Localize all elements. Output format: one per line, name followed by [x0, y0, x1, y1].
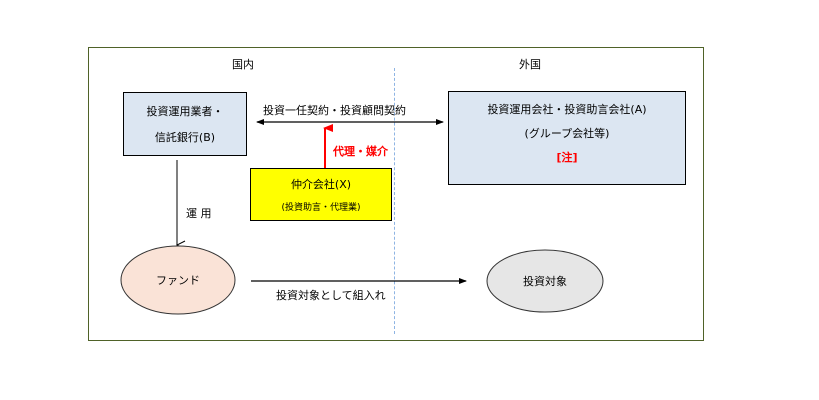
domestic-foreign-divider: [394, 68, 395, 334]
incorporation-label: 投資対象として組入れ: [276, 289, 386, 302]
foreign-manager-note: [注]: [556, 151, 578, 164]
agency-label: 代理・媒介: [333, 145, 388, 158]
contract-label: 投資一任契約・投資顧問契約: [263, 104, 406, 117]
management-label: 運 用: [186, 207, 212, 220]
diagram-frame: [88, 47, 704, 341]
intermediary-line1: 仲介会社(X): [290, 178, 352, 191]
intermediary-line2: (投資助言・代理業): [281, 203, 361, 213]
trust-bank-line1: 投資運用業者・: [146, 105, 224, 118]
region-label-foreign: 外国: [519, 58, 541, 71]
node-trust-bank: 投資運用業者・ 信託銀行(B): [123, 92, 247, 156]
node-intermediary: 仲介会社(X) (投資助言・代理業): [250, 168, 392, 221]
fund-label: ファンド: [156, 274, 200, 287]
target-ellipse-shape: [486, 249, 604, 313]
foreign-manager-line2: (グループ会社等): [524, 127, 610, 140]
investment-target-label: 投資対象: [523, 275, 567, 288]
fund-ellipse-shape: [120, 245, 236, 315]
node-foreign-manager: 投資運用会社・投資助言会社(A) (グループ会社等) [注]: [448, 91, 686, 185]
node-investment-target: 投資対象: [487, 250, 603, 312]
node-fund: ファンド: [121, 246, 235, 314]
foreign-manager-line1: 投資運用会社・投資助言会社(A): [487, 103, 647, 116]
region-label-domestic: 国内: [232, 58, 254, 71]
trust-bank-line2: 信託銀行(B): [154, 131, 216, 144]
